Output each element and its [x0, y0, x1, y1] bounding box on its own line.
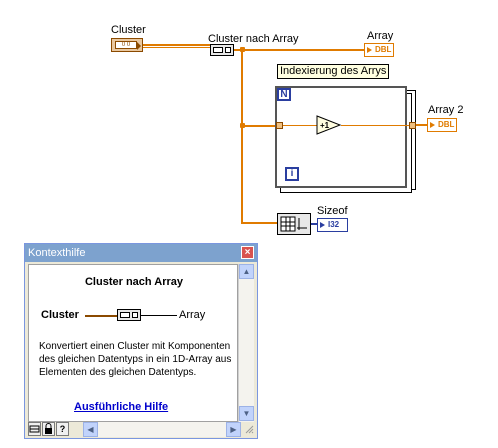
scroll-right-button[interactable]: ▶ [226, 422, 241, 437]
cluster-label: Cluster [111, 24, 146, 36]
increment-label: +1 [320, 121, 330, 130]
window-title: Kontexthilfe [28, 247, 86, 259]
output-arrow-icon [137, 42, 141, 50]
tooltip: Indexierung des Arrys [277, 64, 389, 79]
array-label: Array [367, 30, 394, 42]
input-arrow-icon [320, 222, 325, 228]
help-output-wire [141, 315, 177, 316]
cluster-to-array-icon [117, 309, 141, 321]
resize-grip-icon[interactable] [244, 424, 254, 434]
array2-wire[interactable] [416, 124, 427, 126]
loop-inner-wire[interactable] [341, 125, 409, 126]
dbl-type-label: DBL [438, 120, 455, 129]
scroll-down-button[interactable]: ▼ [239, 406, 254, 421]
array-wire-to-sizeof[interactable] [241, 222, 277, 224]
loop-inner-wire[interactable] [283, 125, 318, 126]
sizeof-label: Sizeof [317, 205, 348, 217]
array-size-icon [280, 216, 307, 232]
close-button[interactable]: × [241, 246, 254, 259]
array-node-icon [225, 47, 231, 53]
array-wire-branch[interactable] [241, 49, 243, 224]
array-wire-to-loop[interactable] [241, 125, 278, 127]
array-indicator[interactable]: DBL [364, 43, 394, 57]
sizeof-wire[interactable] [311, 223, 317, 225]
horizontal-scrollbar[interactable]: ◀ ▶ [83, 422, 241, 437]
array2-label: Array 2 [428, 104, 464, 116]
array2-indicator[interactable]: DBL [427, 118, 457, 132]
array-wire[interactable] [234, 49, 364, 51]
array-size-node[interactable] [277, 213, 311, 235]
input-arrow-icon [367, 47, 372, 53]
cluster-control-icon: 0 0 [115, 41, 137, 49]
help-description: Konvertiert einen Cluster mit Komponente… [39, 341, 232, 378]
input-arrow-icon [430, 122, 435, 128]
help-heading: Cluster nach Array [84, 276, 184, 288]
dbl-type-label: DBL [375, 45, 392, 54]
help-input-wire [85, 315, 117, 317]
cluster-node-icon [213, 47, 223, 53]
input-tunnel[interactable] [276, 122, 283, 129]
i32-type-label: I32 [328, 220, 340, 229]
loop-count-terminal[interactable]: N [277, 88, 291, 101]
help-input-label: Cluster [41, 309, 79, 321]
help-toolbar: ? ◀ ▶ [28, 422, 254, 437]
help-content: Cluster nach Array Cluster Array Konvert… [28, 264, 238, 422]
lock-icon[interactable] [42, 422, 55, 436]
scroll-up-button[interactable]: ▲ [239, 264, 254, 279]
help-question-button[interactable]: ? [56, 422, 69, 436]
help-output-label: Array [179, 309, 206, 321]
simple-help-icon[interactable] [28, 422, 41, 436]
detailed-help-link[interactable]: Ausführliche Hilfe [74, 401, 169, 413]
cluster-wire[interactable] [143, 44, 210, 46]
cluster-to-array-label: Cluster nach Array [208, 33, 299, 45]
context-help-window[interactable]: Kontexthilfe × Cluster nach Array Cluste… [24, 243, 258, 439]
vertical-scrollbar[interactable]: ▲ ▼ [238, 264, 254, 422]
cluster-control-terminal[interactable]: 0 0 [111, 38, 143, 52]
window-title-bar[interactable]: Kontexthilfe × [25, 244, 257, 262]
loop-iteration-terminal[interactable]: i [285, 167, 299, 181]
scroll-left-button[interactable]: ◀ [83, 422, 98, 437]
sizeof-indicator[interactable]: I32 [317, 218, 348, 232]
increment-node[interactable]: +1 [316, 115, 342, 135]
output-tunnel[interactable] [409, 122, 416, 129]
cluster-wire-pattern [143, 47, 210, 48]
cluster-to-array-node[interactable] [210, 44, 234, 56]
